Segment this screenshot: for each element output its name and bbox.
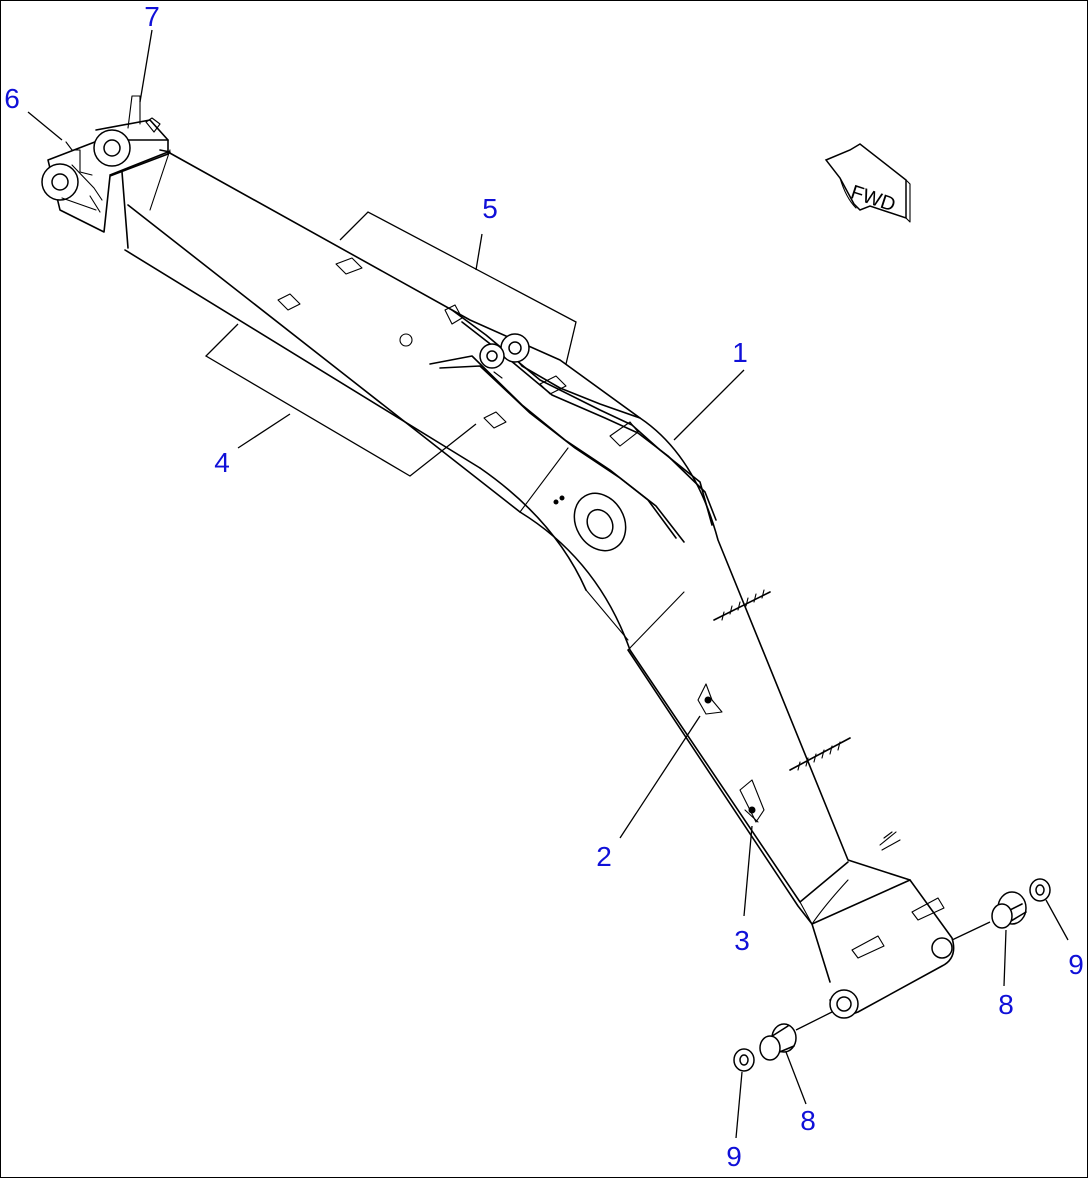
callout-9-right: 9 bbox=[1068, 949, 1084, 980]
group-bracket-5 bbox=[339, 211, 577, 365]
foot-pin-bosses bbox=[829, 937, 953, 1019]
leader-lines bbox=[27, 29, 1069, 1139]
pin-axis-left bbox=[795, 1011, 833, 1031]
group-bracket-4 bbox=[204, 323, 477, 477]
callout-8-right: 8 bbox=[998, 989, 1014, 1020]
hose-clamps bbox=[713, 589, 945, 959]
fwd-arrow-icon: FWD bbox=[824, 143, 911, 223]
callout-2: 2 bbox=[596, 841, 612, 872]
washer-left bbox=[733, 1048, 755, 1072]
boom-body bbox=[109, 149, 955, 1016]
cylinder-pivot-boss bbox=[553, 492, 627, 552]
hose-lines bbox=[429, 304, 717, 543]
callout-9-left: 9 bbox=[726, 1141, 742, 1172]
bushing-left bbox=[759, 1023, 797, 1061]
side-brackets bbox=[697, 683, 765, 823]
top-pads bbox=[277, 257, 567, 429]
callout-5: 5 bbox=[482, 193, 498, 224]
boom-head-end bbox=[41, 95, 169, 233]
callout-6: 6 bbox=[4, 83, 20, 114]
callout-7: 7 bbox=[144, 1, 160, 32]
callout-4: 4 bbox=[214, 447, 230, 478]
callout-3: 3 bbox=[734, 925, 750, 956]
bushing-right bbox=[991, 891, 1027, 929]
callout-1: 1 bbox=[732, 337, 748, 368]
callout-8-left: 8 bbox=[800, 1105, 816, 1136]
washer-right bbox=[1029, 878, 1051, 902]
pin-axis-right bbox=[951, 921, 991, 941]
